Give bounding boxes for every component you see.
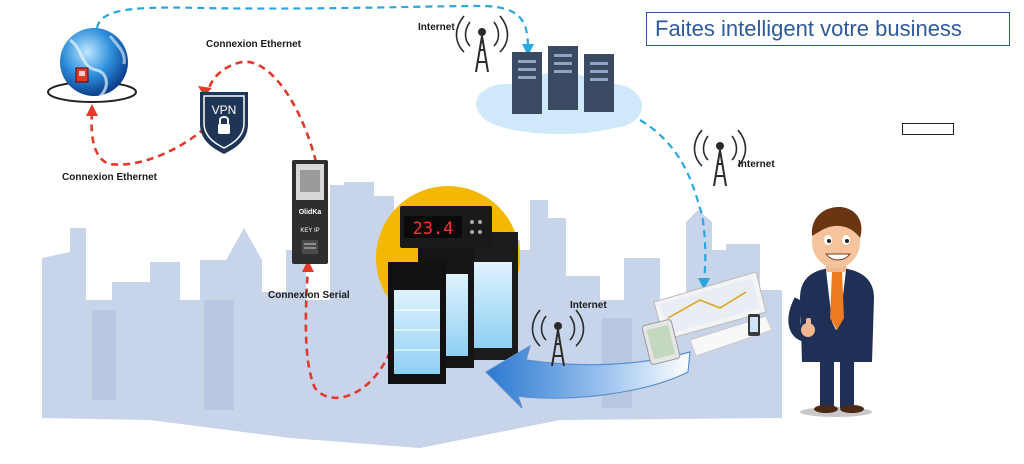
device-brand: OlidKa — [299, 209, 322, 216]
vpn-shield-icon: VPN — [200, 92, 248, 154]
globe-icon — [47, 28, 137, 103]
page-title: Faites intelligent votre business — [646, 12, 1010, 46]
businessman — [788, 207, 874, 417]
temperature-reading: 23.4 — [413, 219, 454, 239]
label-internet-bottom: Internet — [570, 300, 607, 311]
data-flow-arrow — [485, 344, 691, 409]
tablet-icon — [641, 319, 681, 365]
antenna-icon-bottom — [531, 309, 585, 367]
ethernet-link-device-to-vpn — [206, 60, 318, 163]
ethernet-arrowheads — [86, 86, 314, 272]
device-model: KEY IP — [300, 228, 319, 234]
refrigerators — [388, 232, 518, 384]
serial-link — [304, 267, 392, 399]
refrigerator-back — [466, 232, 518, 360]
label-internet-top: Internet — [418, 22, 455, 33]
internet-link-globe-to-cloud — [95, 4, 530, 49]
internet-links — [95, 4, 707, 283]
label-connexion-ethernet-top: Connexion Ethernet — [206, 39, 302, 50]
antenna-icon-top — [455, 15, 509, 73]
ethernet-links — [90, 60, 392, 399]
label-connexion-ethernet-left: Connexion Ethernet — [62, 172, 158, 183]
ethernet-link-vpn-to-globe — [90, 111, 206, 166]
vpn-text: VPN — [212, 103, 237, 117]
empty-box — [902, 123, 954, 135]
label-internet-right: Internet — [738, 159, 775, 170]
internet-arrowheads — [522, 44, 710, 290]
label-connexion-serial: Connexion Serial — [268, 290, 350, 301]
temperature-controller: 23.4 — [400, 206, 492, 248]
server-rack-icon — [512, 46, 614, 114]
key-ip-device: OlidKa KEY IP — [292, 160, 328, 264]
internet-link-cloud-to-laptop — [639, 119, 707, 283]
lock-icon — [218, 124, 230, 134]
refrigerator-front — [388, 262, 446, 384]
antenna-icon-right — [693, 129, 747, 187]
phone-icon — [748, 314, 760, 336]
